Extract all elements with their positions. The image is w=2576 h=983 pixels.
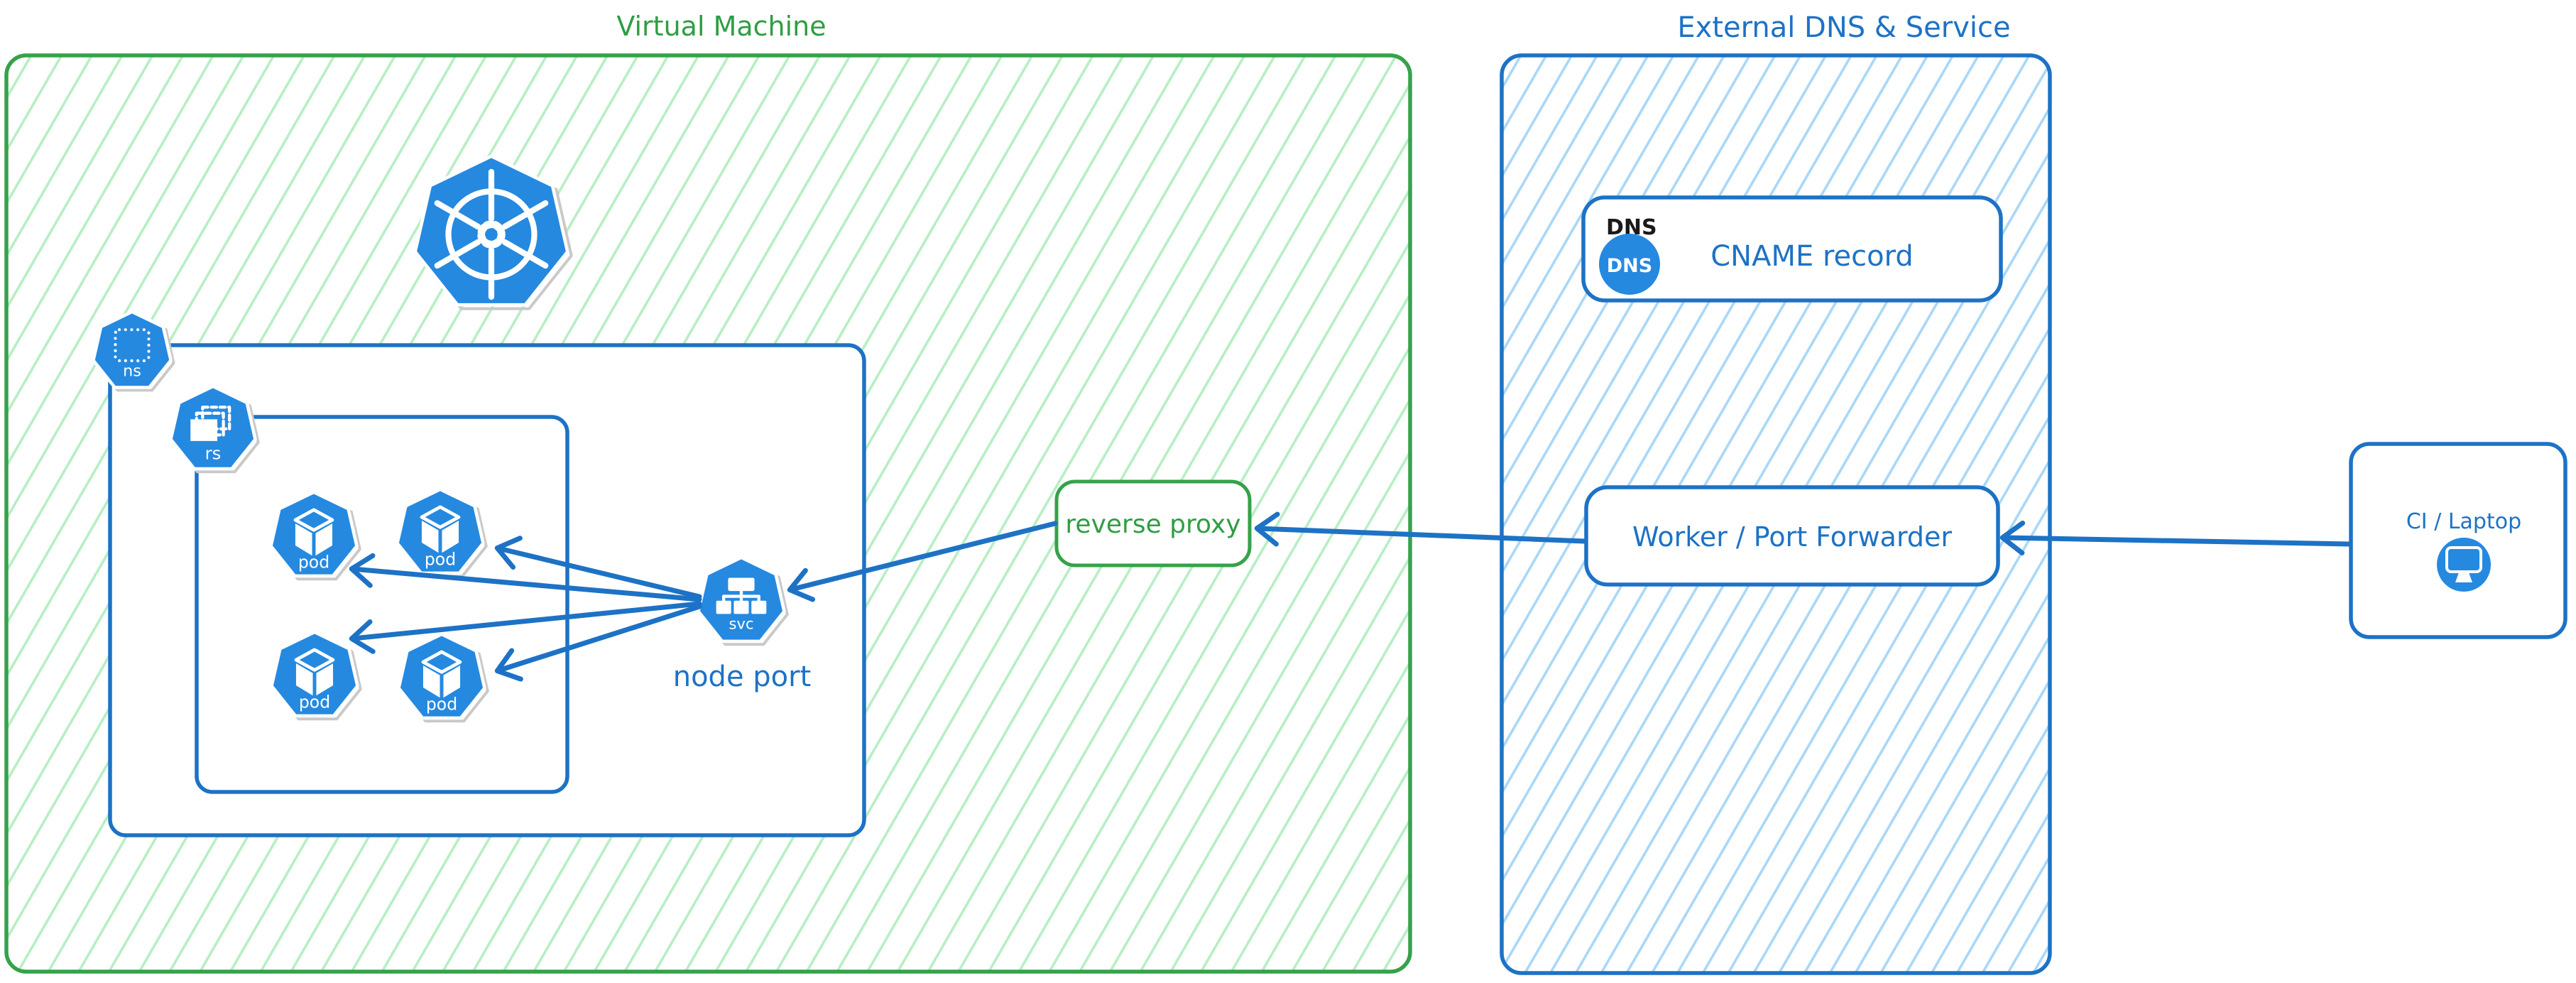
pod-cube-top-face	[294, 648, 335, 672]
kubernetes-logo-body	[415, 156, 568, 305]
worker-port-forwarder-box[interactable]	[1584, 485, 2000, 587]
pod-icon-3[interactable]: pod	[272, 632, 361, 719]
service-icon-label: svc	[728, 614, 753, 632]
namespace-icon-body	[93, 312, 170, 387]
arrow-svc-to-pod-4[interactable]	[494, 604, 702, 682]
external-dns-service-group: External DNS & Service DNS DNS CNAME rec…	[1500, 11, 2052, 975]
pod-cube-left-face	[295, 663, 313, 696]
pod-label: pod	[298, 553, 329, 572]
pod-cube-left-face	[295, 523, 312, 556]
worker-port-forwarder-label: Worker / Port Forwarder	[1632, 521, 1952, 553]
pod-cube-left-face	[422, 666, 440, 698]
ci-laptop-label: CI / Laptop	[2406, 509, 2521, 534]
replicaset-icon[interactable]: rs	[171, 386, 258, 472]
pod-cube-right-face	[316, 663, 334, 696]
pod-cube-right-face	[442, 521, 459, 553]
pod-cube-top-face	[420, 505, 461, 529]
dns-card-box[interactable]	[1581, 195, 2003, 303]
service-tree-glyph	[716, 577, 767, 614]
kubernetes-wheel-spokes	[434, 168, 549, 300]
external-title: External DNS & Service	[1677, 11, 2010, 44]
arrow-ci-to-worker[interactable]	[1999, 520, 2352, 555]
replicaset-box[interactable]	[195, 415, 569, 794]
arrow-svc-to-pod-3[interactable]	[349, 601, 702, 654]
pod-cube-right-face	[443, 666, 461, 698]
pod-cube-right-face	[315, 523, 333, 556]
monitor-screen	[2445, 546, 2482, 573]
pod-cube-top-face	[421, 650, 462, 674]
arrow-svc-to-pod-1[interactable]	[349, 553, 702, 602]
monitor-icon[interactable]	[2437, 538, 2491, 592]
pod-icon-1[interactable]: pod	[271, 492, 360, 579]
pod-cube-top-face	[293, 508, 334, 532]
service-icon[interactable]: svc	[699, 558, 787, 644]
reverse-proxy-label: reverse proxy	[1065, 510, 1240, 539]
pod-body	[399, 634, 485, 718]
pod-label: pod	[425, 550, 456, 570]
arrow-worker-to-reverse-proxy[interactable]	[1254, 511, 1588, 547]
vm-title: Virtual Machine	[616, 11, 826, 42]
pod-label: pod	[426, 695, 457, 715]
virtual-machine-group: Virtual Machine ns	[6, 11, 1412, 974]
arrows-group	[349, 511, 2352, 682]
dns-icon[interactable]: DNS	[1599, 234, 1660, 295]
monitor-stand	[2455, 572, 2472, 582]
pod-body	[272, 632, 358, 716]
monitor-icon-circle	[2437, 538, 2491, 592]
namespace-dotted-square	[114, 328, 151, 362]
kubernetes-wheel-hub	[477, 220, 506, 249]
dns-icon-circle	[1599, 234, 1660, 295]
replicaset-icon-label: rs	[205, 442, 222, 463]
arrow-svc-to-pod-2[interactable]	[494, 536, 702, 599]
pod-icon-4[interactable]: pod	[399, 634, 488, 721]
namespace-icon[interactable]: ns	[93, 312, 173, 390]
namespace-icon-label: ns	[123, 362, 141, 381]
replicaset-solid-square	[190, 419, 218, 441]
cname-record-label: CNAME record	[1710, 240, 1914, 273]
node-port-label: node port	[673, 661, 812, 693]
dns-icon-label: DNS	[1607, 255, 1652, 277]
pod-body	[398, 489, 484, 573]
kubernetes-logo-icon[interactable]	[415, 156, 572, 309]
arrow-reverse-proxy-to-svc[interactable]	[787, 521, 1058, 602]
ci-laptop-group: CI / Laptop	[2349, 442, 2567, 639]
pod-body	[271, 492, 357, 576]
pod-cube-left-face	[421, 521, 439, 553]
pod-label: pod	[299, 693, 330, 712]
